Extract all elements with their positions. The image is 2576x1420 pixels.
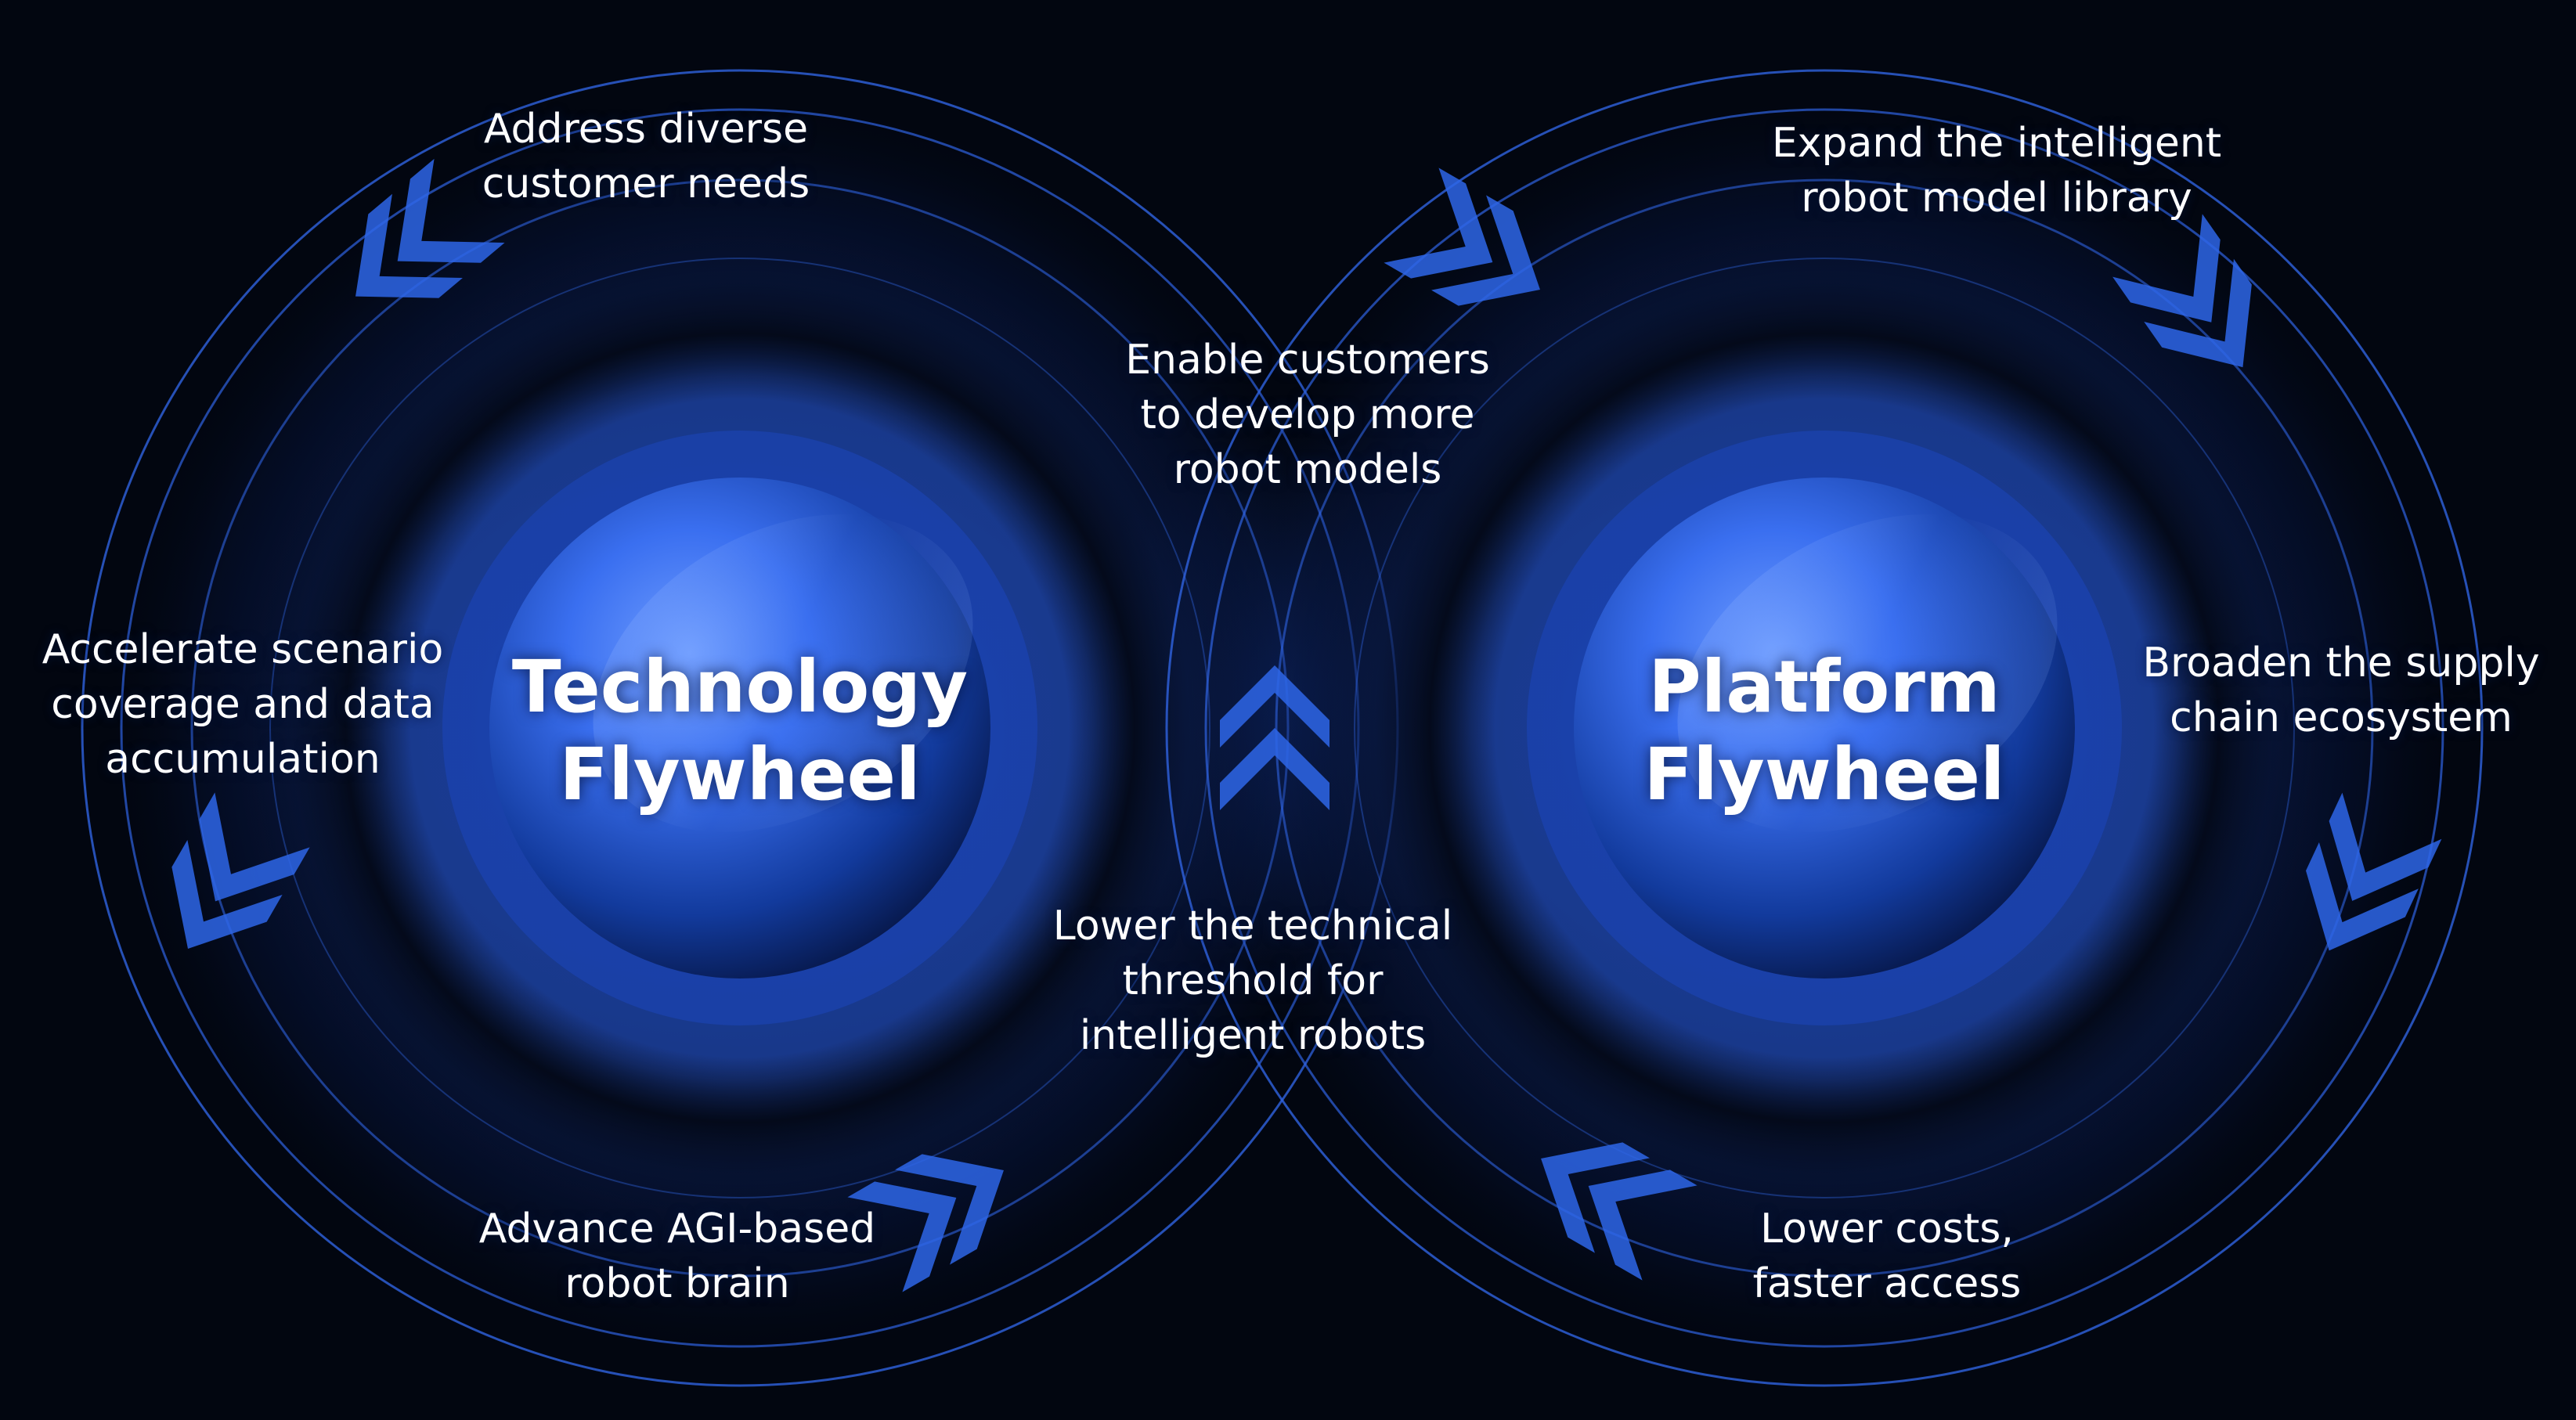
label-broaden-supply: Broaden the supply chain ecosystem [2142,640,2540,741]
chevron-right-top-icon [1384,168,1540,306]
label-lower-costs: Lower costs, faster access [1752,1206,2022,1307]
label-address-needs: Address diverse customer needs [482,106,810,207]
platform-flywheel [1165,69,2484,1387]
label-enable-customers: Enable customers to develop more robot m… [1125,337,1490,493]
label-advance-agi: Advance AGI-based robot brain [478,1206,876,1307]
label-expand-library: Expand the intelligent robot model libra… [1771,120,2222,222]
platform-ring-1 [1165,69,2484,1387]
chevron-center-up-icon [1220,665,1329,810]
platform-ring-2 [1204,108,2444,1348]
label-lower-threshold: Lower the technical threshold for intell… [1052,903,1453,1059]
chevron-right-bottom-icon [1541,1142,1697,1281]
chevron-left-top-icon [355,158,505,298]
platform-ring-4 [1354,258,2295,1198]
technology-sphere-swirl [593,514,973,832]
chevron-left-lower-icon [171,792,310,949]
chevron-left-bottom-icon [847,1154,1004,1292]
platform-ring-3 [1275,178,2374,1278]
chevron-right-upper-icon [2112,214,2252,368]
label-accelerate-coverage: Accelerate scenario coverage and data ac… [41,626,444,783]
technology-flywheel-title: Technology Flywheel [511,645,969,816]
chevron-right-lower-icon [2306,792,2442,951]
platform-sphere-swirl [1677,514,2058,832]
platform-flywheel-title: Platform Flywheel [1643,645,2005,816]
technology-flywheel [81,69,1399,1387]
